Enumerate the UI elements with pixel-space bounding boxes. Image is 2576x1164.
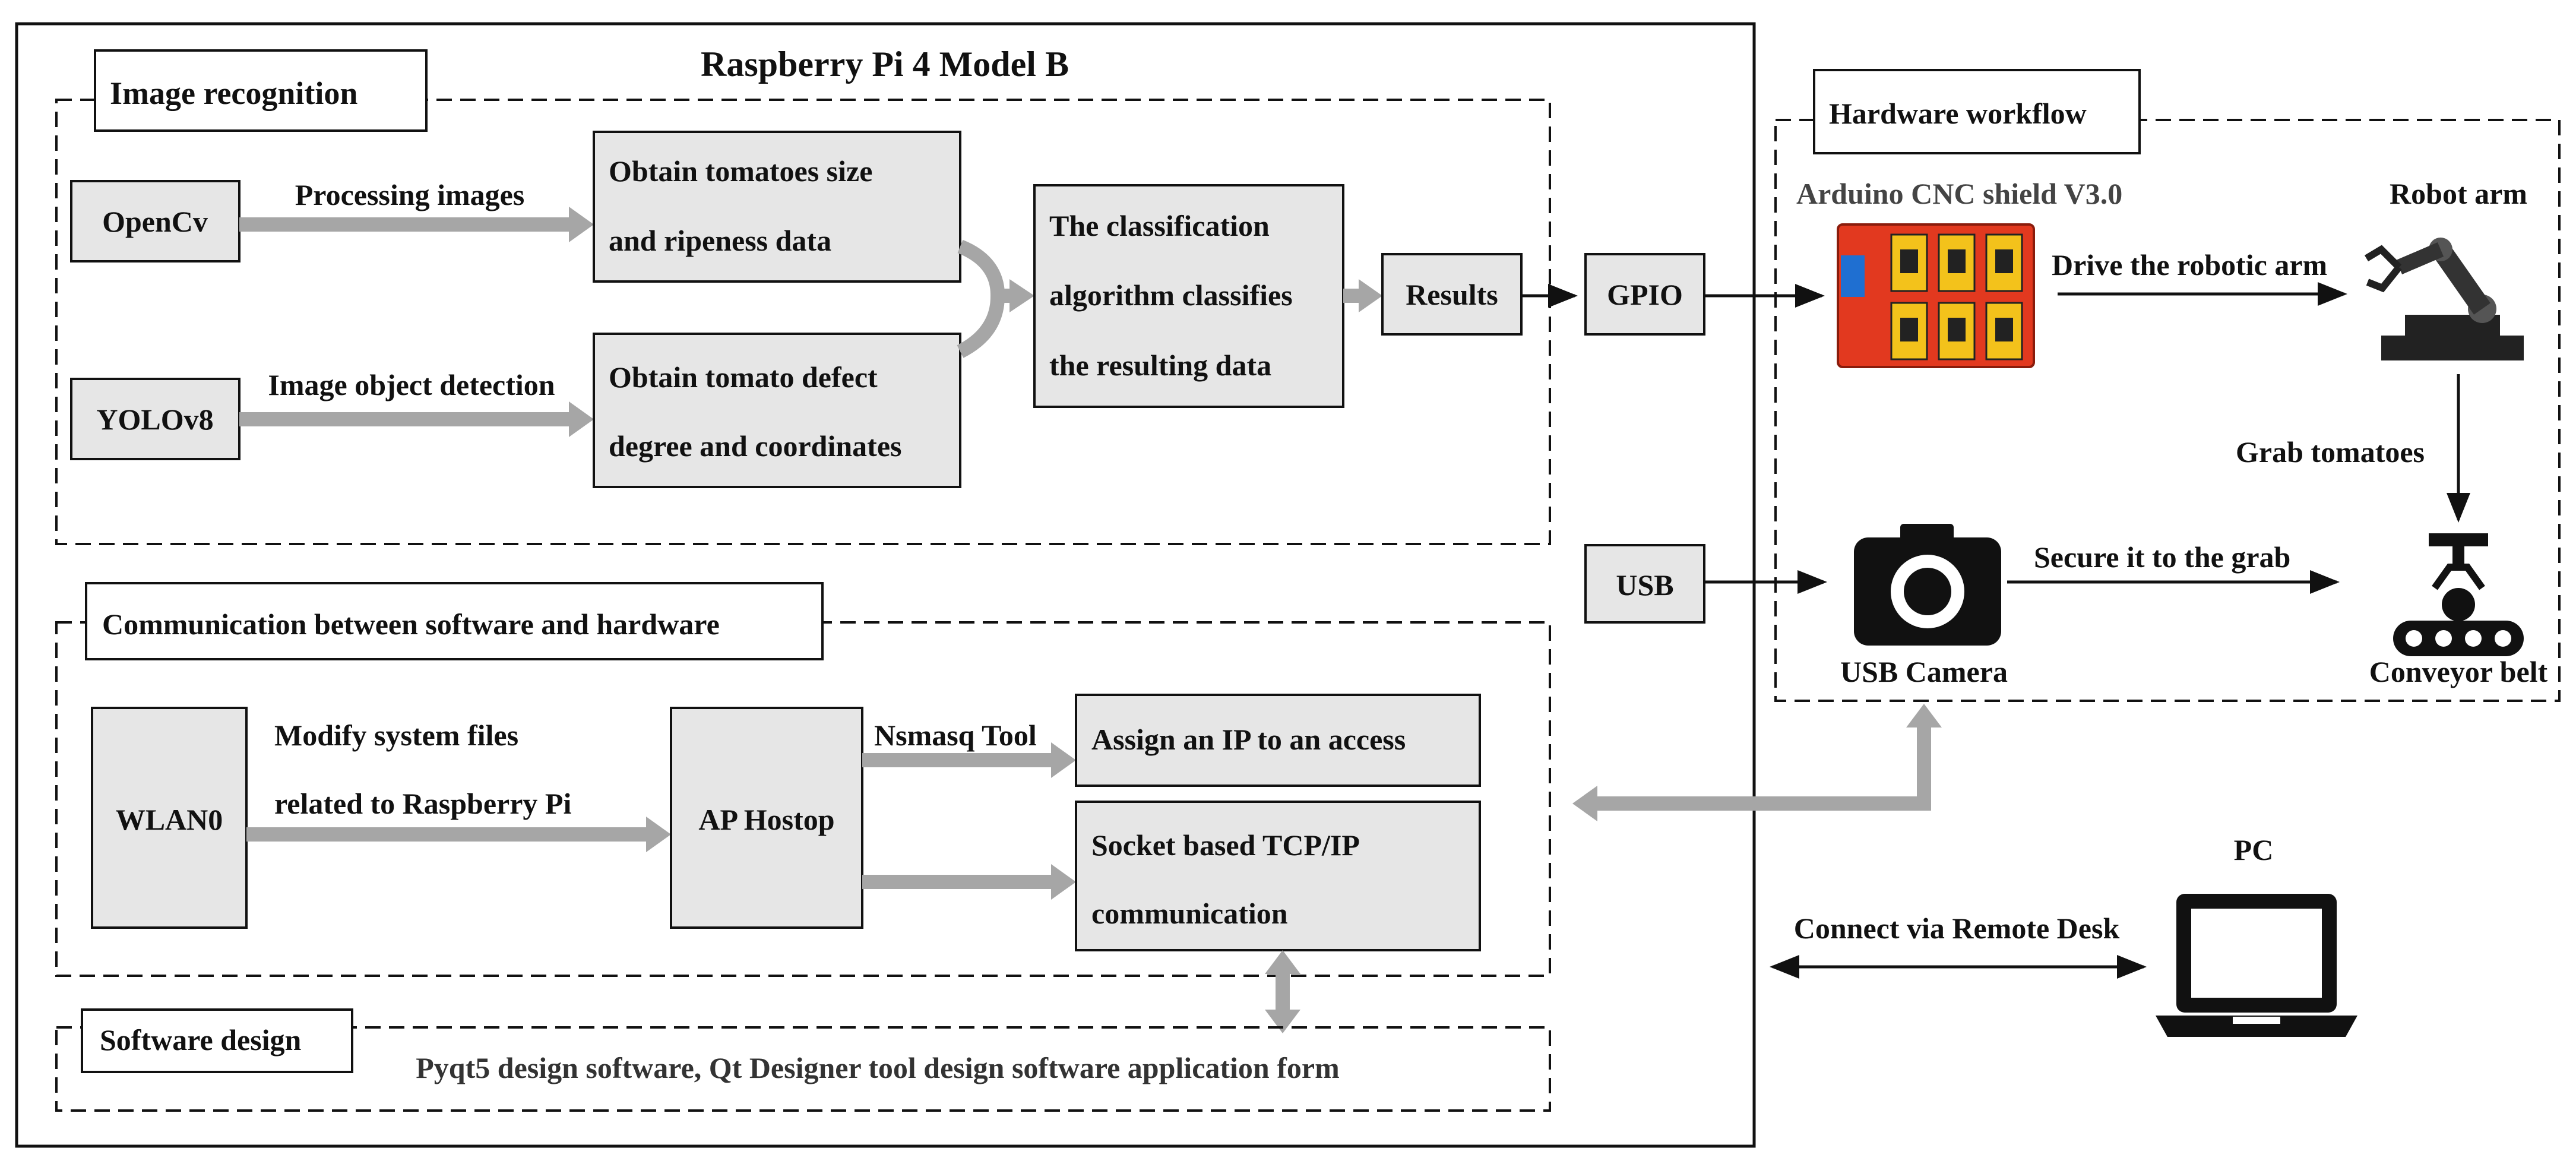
software-design-title: Software design [100,1023,302,1057]
communication-title: Communication between software and hardw… [102,608,720,641]
modify-line-2: related to Raspberry Pi [274,787,571,820]
ap-hostop-label: AP Hostop [698,803,834,836]
results-arrow-head [1359,279,1382,312]
wlan0-label: WLAN0 [116,803,223,836]
software-design-section [55,1026,1551,1112]
hardware-workflow-section [1774,119,2561,702]
secure-grab-label: Secure it to the grab [2034,540,2290,574]
socket-software-arrow-down [1265,1010,1300,1033]
socket-software-arrow-up [1265,950,1300,974]
yolov8-label: YOLOv8 [96,403,213,436]
software-design-tab [81,1008,353,1073]
camera-icon [1854,524,2001,646]
image-recognition-section [55,99,1551,545]
image-recognition-tab [94,49,428,132]
remote-desk-label: Connect via Remote Desk [1794,912,2120,945]
classification-line-3: the resulting data [1049,349,1271,382]
socket-line-1: Socket based TCP/IP [1091,828,1360,862]
drive-arm-label: Drive the robotic arm [2052,248,2327,281]
camera-feedback-arrow-up [1906,704,1942,728]
nsmasq-arrow-head [1051,742,1076,778]
image-recognition-title: Image recognition [110,75,357,111]
classification-line-1: The classification [1049,209,1270,242]
robot-arm-icon [2364,238,2524,360]
arduino-label: Arduino CNC shield V3.0 [1796,177,2122,210]
conveyor-belt-label: Conveyor belt [2369,655,2548,688]
socket-line-2: communication [1091,897,1288,930]
software-design-text: Pyqt5 design software, Qt Designer tool … [416,1051,1339,1084]
modify-line-1: Modify system files [274,719,518,752]
defect-box [593,333,961,488]
results-box [1381,253,1523,336]
results-label: Results [1406,278,1498,311]
ap-hostop-box [670,707,863,929]
arduino-board-icon [1837,223,2035,368]
raspberry-pi-frame [15,22,1756,1148]
defect-line-2: degree and coordinates [609,429,901,463]
diagram-title: Raspberry Pi 4 Model B [701,45,1069,84]
object-detection-label: Image object detection [268,368,555,401]
size-ripeness-box [593,131,961,283]
socket-arrow-head [1051,864,1076,900]
defect-line-1: Obtain tomato defect [609,360,878,394]
socket-box [1075,801,1481,951]
pc-label: PC [2234,833,2274,866]
hardware-workflow-title: Hardware workflow [1829,97,2087,130]
grab-tomatoes-label: Grab tomatoes [2236,435,2425,469]
laptop-icon [2156,894,2357,1037]
size-ripeness-line-2: and ripeness data [609,224,831,257]
yolov8-box [70,378,240,460]
usb-label: USB [1616,568,1673,602]
opencv-label: OpenCv [102,205,208,238]
usb-camera-label: USB Camera [1840,655,2008,688]
nsmasq-label: Nsmasq Tool [874,719,1037,752]
merge-arrow-head [1009,279,1034,312]
robot-arm-label: Robot arm [2390,177,2527,210]
detection-arrow-head [569,401,594,437]
assign-ip-label: Assign an IP to an access [1091,723,1406,756]
processing-arrow-head [569,207,594,242]
conveyor-belt-icon [2393,533,2524,656]
gpio-box [1584,253,1705,336]
usb-box [1584,544,1705,624]
assign-ip-box [1075,694,1481,787]
communication-tab [85,582,824,660]
modify-arrow-head [646,817,671,852]
merge-bracket [957,239,1005,358]
classification-line-2: algorithm classifies [1049,279,1293,312]
camera-feedback-arrow-left [1572,786,1597,821]
hardware-workflow-tab [1813,69,2141,154]
wlan0-box [91,707,248,929]
size-ripeness-line-1: Obtain tomatoes size [609,154,872,188]
gpio-label: GPIO [1607,278,1683,311]
processing-images-label: Processing images [295,178,525,211]
classification-box [1033,184,1344,408]
